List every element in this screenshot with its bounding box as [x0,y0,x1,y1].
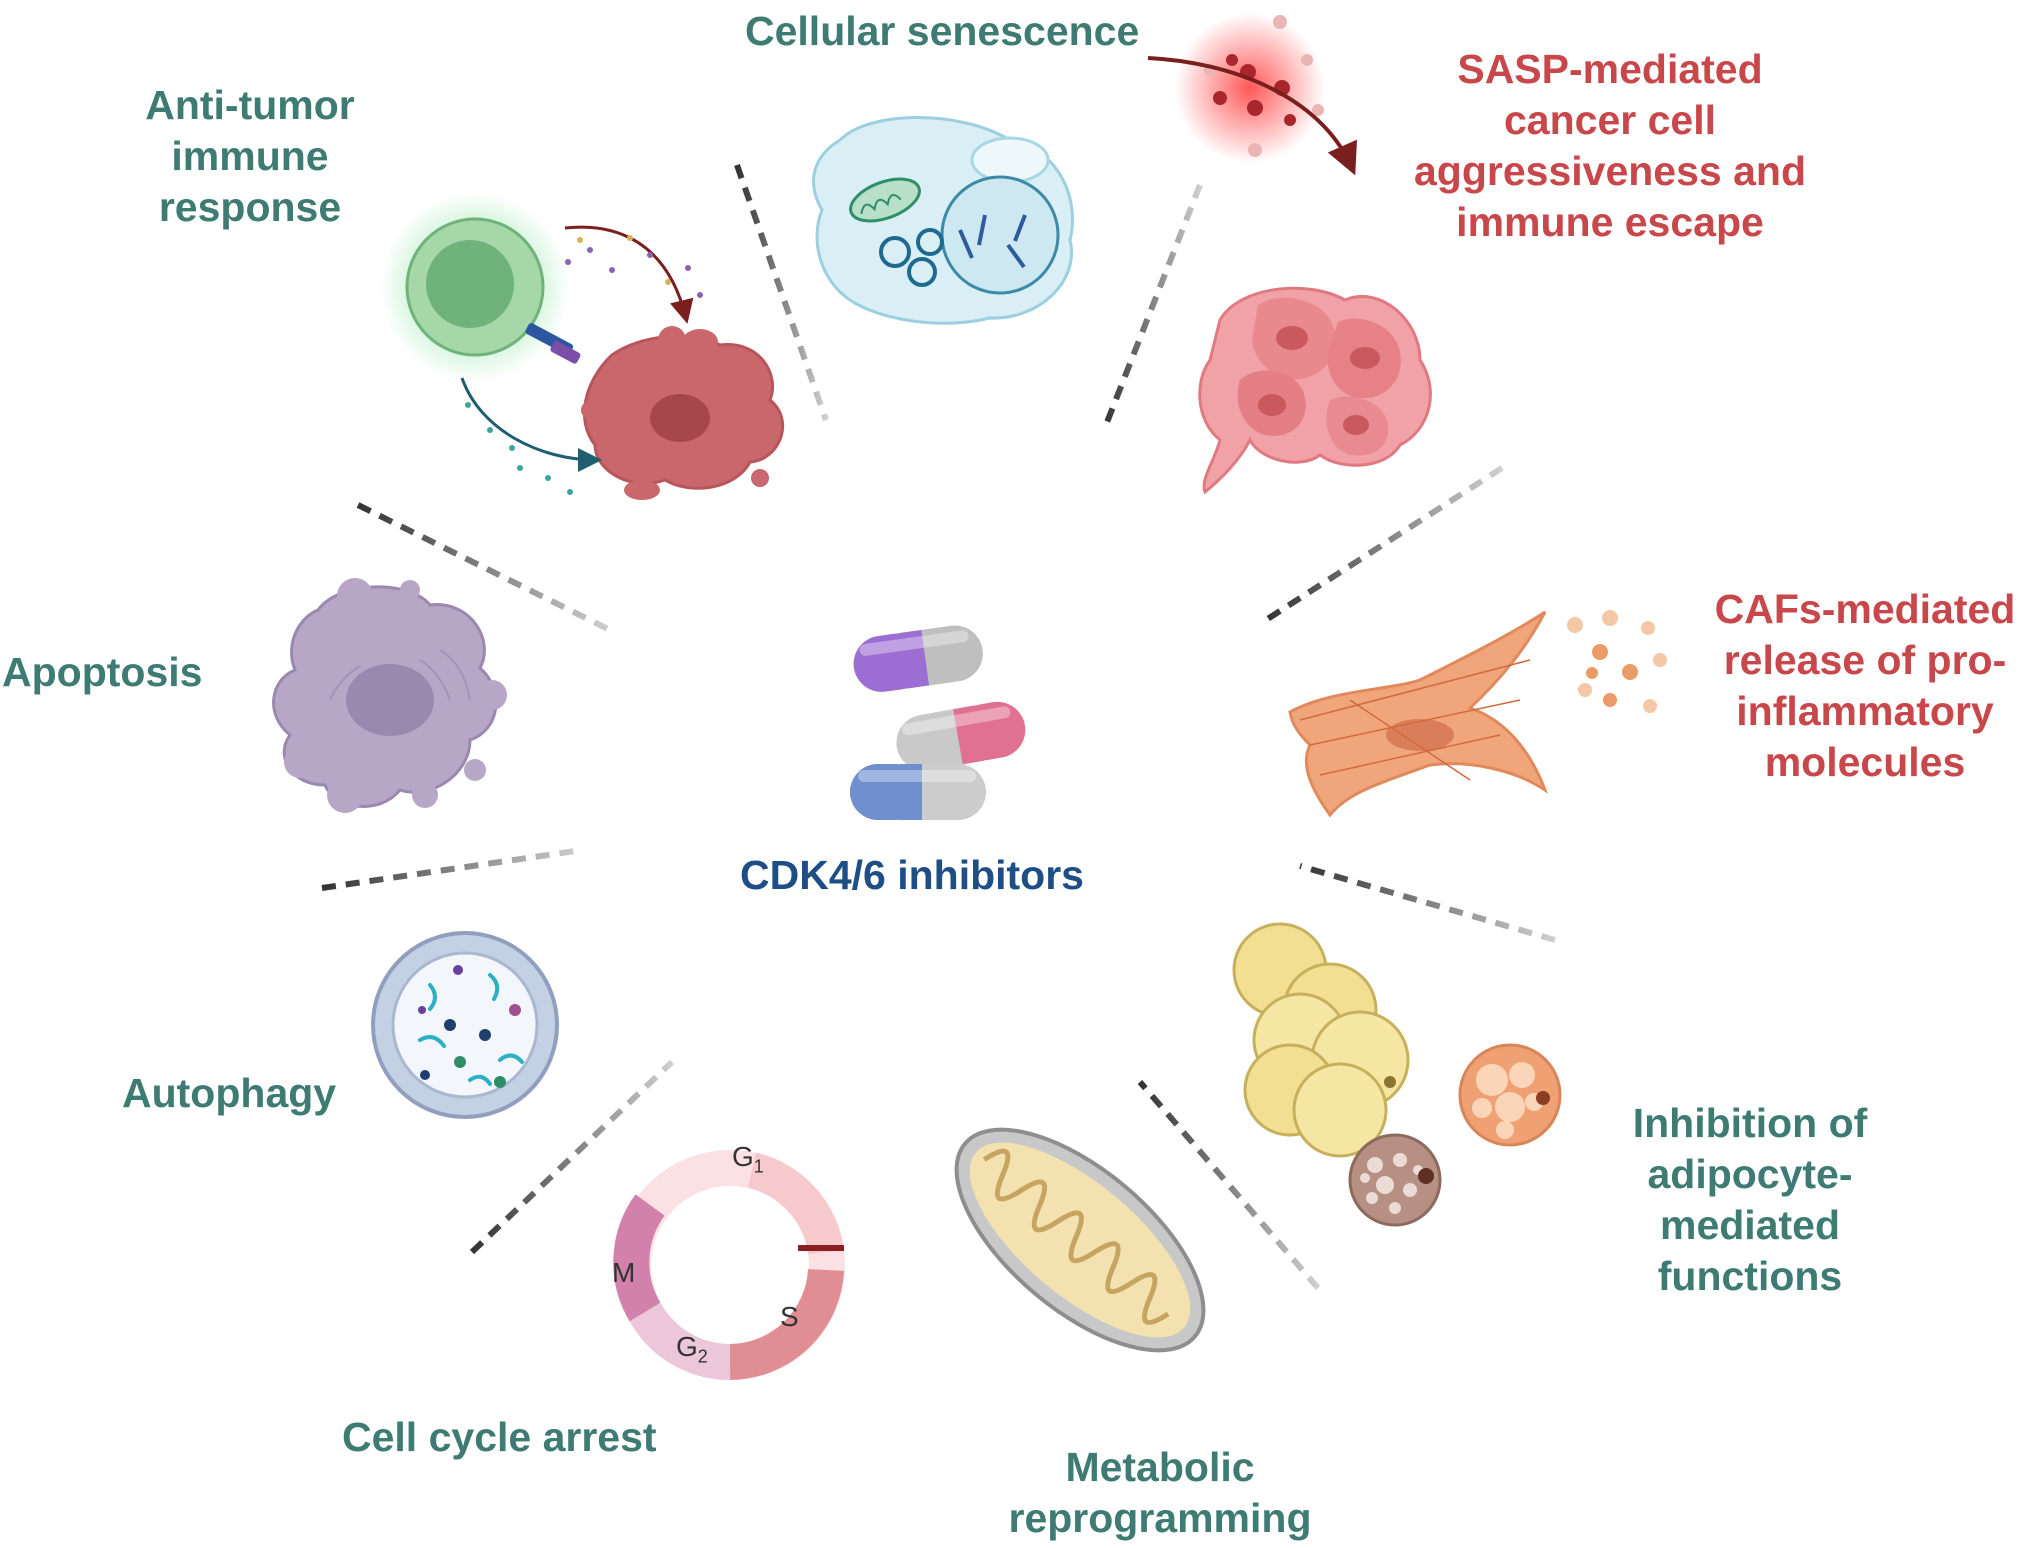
label-cellular-senescence: Cellular senescence [745,8,1140,54]
label-metabolic: Metabolic reprogramming [1008,1444,1312,1541]
spoke-2 [1101,183,1203,432]
apoptotic-cell-icon [272,578,507,813]
spoke-4 [1264,465,1504,623]
label-apoptosis: Apoptosis [2,649,203,695]
phase-label-g2: G2 [676,1331,708,1367]
phase-label-s: S [780,1301,799,1332]
sasp-secretion-icon [1147,13,1357,176]
label-adipocyte: Inhibition of adipocyte- mediated functi… [1632,1100,1868,1299]
pills-icon [850,625,1026,820]
fibroblast-icon [1288,610,1667,818]
cell-cycle-icon [613,1150,845,1381]
spoke-5 [321,847,583,891]
phase-label-g1: G1 [732,1141,764,1177]
label-anti-tumor: Anti-tumor immune response [145,82,355,230]
autophagosome-icon [371,931,559,1119]
t-cell-attack-icon [380,192,785,500]
cancer-cells-icon [1198,286,1432,495]
spoke-7 [469,1059,675,1255]
spoke-6 [1299,863,1556,943]
label-cell-cycle-arrest: Cell cycle arrest [342,1414,657,1460]
mitochondrion-icon [954,1127,1206,1353]
label-autophagy: Autophagy [122,1070,337,1116]
spoke-9 [1137,1080,1321,1290]
adipocytes-icon [1232,922,1562,1227]
label-cafs: CAFs-mediated release of pro- inflammato… [1714,586,2016,785]
center-label: CDK4/6 inhibitors [740,852,1084,898]
separator-spokes [321,164,1556,1398]
label-sasp: SASP-mediated cancer cell aggressiveness… [1414,46,1806,245]
spoke-1 [734,164,829,421]
phase-label-m: M [612,1257,636,1288]
senescent-cell-icon [812,116,1074,325]
